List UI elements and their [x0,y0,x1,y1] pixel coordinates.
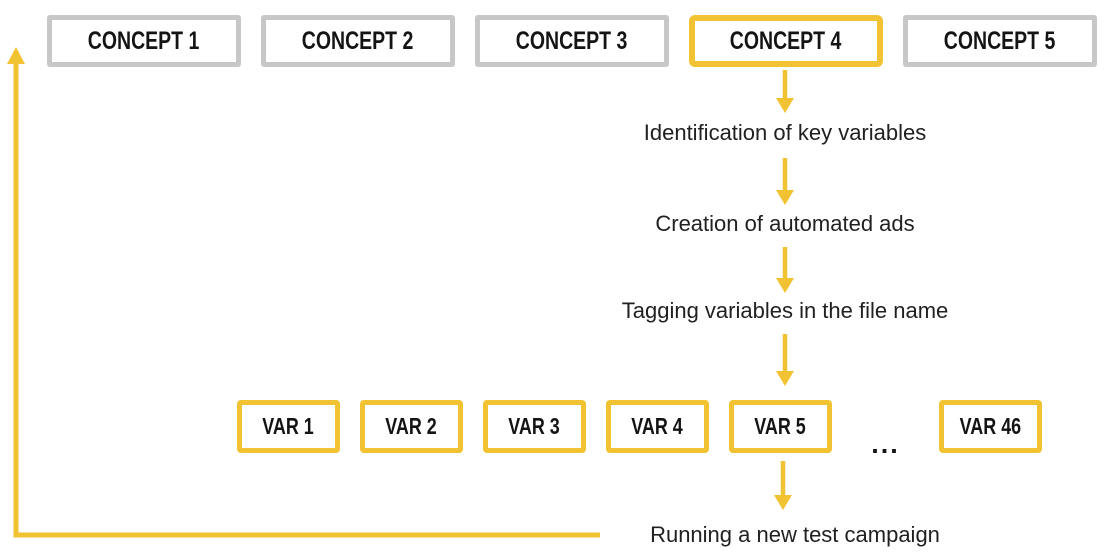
loop-back-arrow [13,62,600,538]
step-tagging: Tagging variables in the file name [621,298,949,323]
var-box-5: VAR 5 [729,400,832,453]
concept-box-3: CONCEPT 3 [475,15,669,67]
concept-label: CONCEPT 4 [730,26,842,55]
var-box-1: VAR 1 [237,400,340,453]
down-arrowhead-icon [776,278,794,293]
var-box-4: VAR 4 [606,400,709,453]
var-box-2: VAR 2 [360,400,463,453]
var-label: VAR 4 [631,413,684,439]
concept-box-2: CONCEPT 2 [261,15,455,67]
concept-box-1: CONCEPT 1 [47,15,241,67]
concept-box-5: CONCEPT 5 [903,15,1097,67]
step-creation: Creation of automated ads [655,211,915,236]
concept-label: CONCEPT 2 [302,26,414,55]
down-arrowhead-icon [776,190,794,205]
concept-label: CONCEPT 5 [944,26,1056,55]
variants-ellipsis: ... [871,429,900,459]
down-arrowhead-icon [776,371,794,386]
concept-row: CONCEPT 1 CONCEPT 2 CONCEPT 3 CONCEPT 4 … [47,15,1097,67]
var-box-46: VAR 46 [939,400,1042,453]
var-label: VAR 3 [508,413,561,439]
concept-label: CONCEPT 1 [88,26,200,55]
step-identification: Identification of key variables [643,120,927,145]
down-arrowhead-icon [774,495,792,510]
var-label: VAR 46 [959,413,1022,439]
variant-row: VAR 1 VAR 2 VAR 3 VAR 4 VAR 5 ... VAR 46 [237,400,1042,459]
var-label: VAR 2 [385,413,438,439]
step-final: Running a new test campaign [650,522,940,547]
var-label: VAR 5 [754,413,807,439]
var-box-3: VAR 3 [483,400,586,453]
loop-back-arrowhead-icon [7,47,25,64]
var-label: VAR 1 [262,413,315,439]
down-arrowhead-icon [776,98,794,113]
concept-box-4-selected: CONCEPT 4 [689,15,883,67]
concept-label: CONCEPT 3 [516,26,628,55]
